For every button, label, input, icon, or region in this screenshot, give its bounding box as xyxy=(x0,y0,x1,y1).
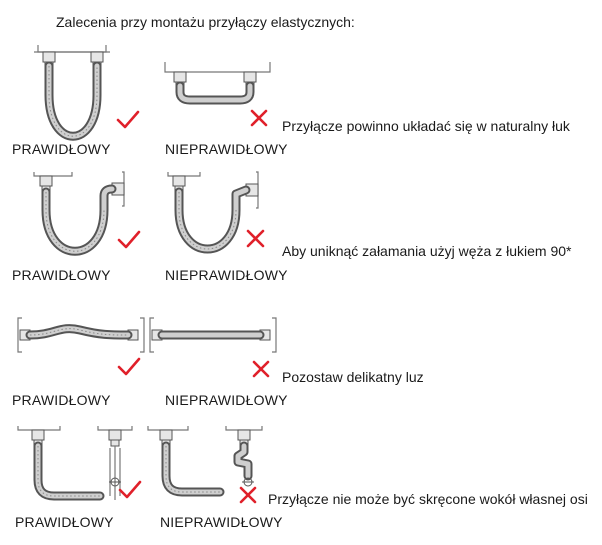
row4-incorrect-label: NIEPRAWIDŁOWY xyxy=(160,514,283,530)
row4-correct-drawing xyxy=(17,426,133,501)
row4-incorrect-drawing xyxy=(147,426,263,497)
row3-check-icon xyxy=(117,357,141,376)
row3-correct-label: PRAWIDŁOWY xyxy=(12,392,111,408)
row4-check-icon xyxy=(118,480,142,499)
row2-correct-label: PRAWIDŁOWY xyxy=(12,267,111,283)
row2-correct-drawing xyxy=(33,171,125,256)
row1-incorrect-drawing xyxy=(164,62,271,105)
row2-incorrect-label: NIEPRAWIDŁOWY xyxy=(165,267,288,283)
row1-note: Przyłącze powinno układać się w naturaln… xyxy=(282,118,570,134)
row1-correct-label: PRAWIDŁOWY xyxy=(12,141,111,157)
row2-incorrect-drawing xyxy=(167,171,259,254)
row3-note: Pozostaw delikatny luz xyxy=(282,369,424,385)
row4-cross-icon xyxy=(239,486,257,504)
row3-incorrect-label: NIEPRAWIDŁOWY xyxy=(165,392,288,408)
row3-incorrect-drawing xyxy=(149,317,277,353)
row2-note: Aby uniknąć załamania użyj węża z łukiem… xyxy=(282,243,572,259)
row1-correct-drawing xyxy=(34,45,110,141)
row2-check-icon xyxy=(117,230,141,249)
row4-note: Przyłącze nie może być skręcone wokół wł… xyxy=(268,491,588,507)
row2-cross-icon xyxy=(246,229,265,248)
row1-cross-icon xyxy=(250,109,268,127)
row3-correct-drawing xyxy=(17,317,145,353)
row1-check-icon xyxy=(116,110,140,129)
page-title: Zalecenia przy montażu przyłączy elastyc… xyxy=(56,14,355,30)
row4-correct-label: PRAWIDŁOWY xyxy=(15,514,114,530)
row3-cross-icon xyxy=(252,360,270,378)
row1-incorrect-label: NIEPRAWIDŁOWY xyxy=(165,141,288,157)
